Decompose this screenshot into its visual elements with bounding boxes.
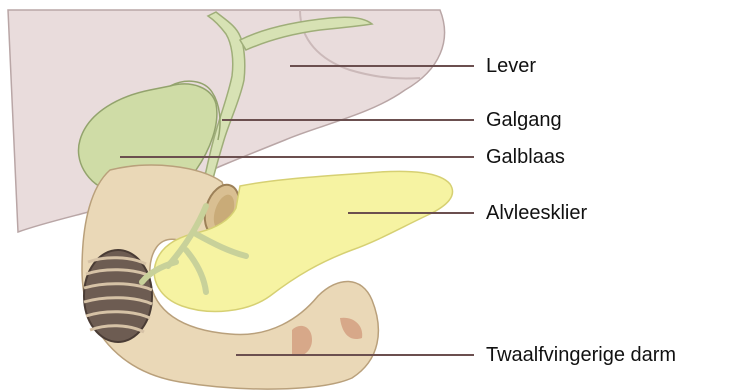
label-lever: Lever (486, 54, 536, 78)
label-galblaas: Galblaas (486, 145, 565, 169)
label-alvleesklier: Alvleesklier (486, 201, 587, 225)
label-galgang: Galgang (486, 108, 562, 132)
label-twaalfvingerige-darm: Twaalfvingerige darm (486, 343, 676, 367)
